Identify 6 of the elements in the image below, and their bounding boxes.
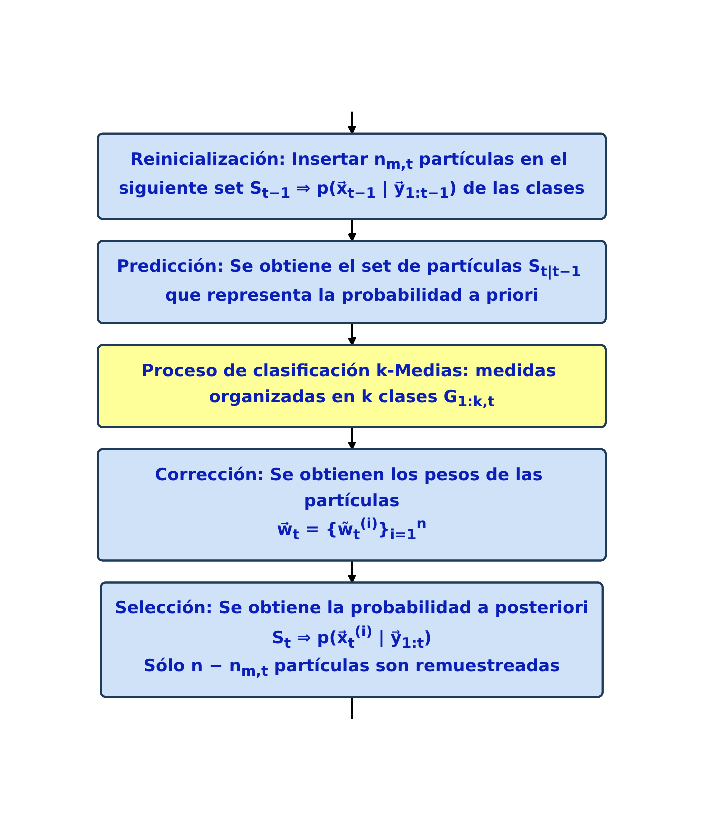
connector	[351, 698, 354, 720]
arrow	[348, 220, 357, 242]
arrow	[348, 324, 357, 346]
arrow	[348, 428, 357, 450]
arrow	[348, 112, 357, 135]
arrow	[348, 561, 357, 584]
